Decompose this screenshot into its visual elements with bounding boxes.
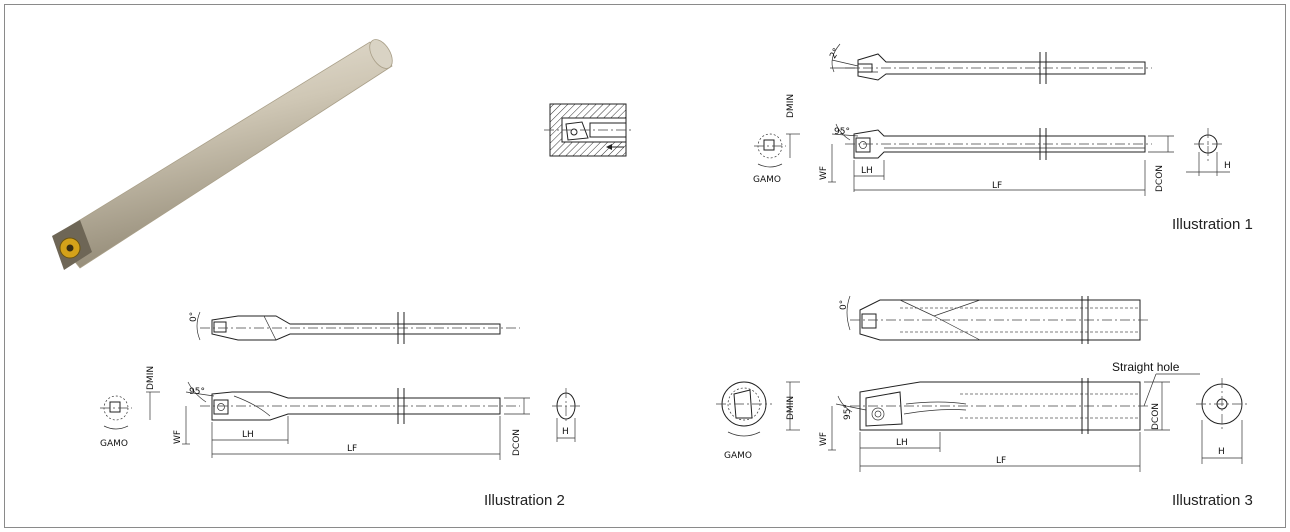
ill1-lh-label: LH <box>861 166 873 176</box>
ill3-angle-95-label: 95° <box>843 404 853 420</box>
ill1-gamo-label: GAMO <box>753 175 781 185</box>
bore-section-icon <box>544 103 634 157</box>
ill1-wf-label: WF <box>819 166 829 180</box>
boring-bar-photo <box>52 39 393 270</box>
ill3-side-view: 95° DMIN GAMO WF LH LF <box>716 360 1248 472</box>
ill3-h-label: H <box>1218 447 1225 457</box>
ill2-angle-95-label: 95° <box>189 387 205 397</box>
ill2-angle-0-label: 0° <box>189 312 199 322</box>
ill1-h-label: H <box>1224 161 1231 171</box>
ill2-side-view: 95° DMIN GAMO WF LH LF <box>100 366 580 460</box>
ill2-dmin-label: DMIN <box>146 366 156 390</box>
ill1-angle-2-label: 2° <box>828 47 842 61</box>
ill1-dcon-label: DCON <box>1155 165 1165 192</box>
ill1-angle-95-label: 95° <box>834 127 850 137</box>
ill3-lf-label: LF <box>996 456 1006 466</box>
ill3-lh-label: LH <box>896 438 908 448</box>
ill2-lh-label: LH <box>242 430 254 440</box>
ill2-lf-label: LF <box>347 444 357 454</box>
ill3-angle-0-label: 0° <box>839 300 849 310</box>
ill1-dmin-label: DMIN <box>786 94 796 118</box>
caption-illustration-3: Illustration 3 <box>1172 492 1253 509</box>
ill3-dmin-label: DMIN <box>786 396 796 420</box>
ill3-straight-hole-label: Straight hole <box>1112 360 1180 374</box>
ill3-wf-label: WF <box>819 432 829 446</box>
ill3-dcon-label: DCON <box>1151 403 1161 430</box>
ill1-lf-label: LF <box>992 181 1002 191</box>
ill2-h-label: H <box>562 427 569 437</box>
ill1-top-view: 2° <box>828 43 1152 84</box>
ill3-gamo-label: GAMO <box>724 451 752 461</box>
ill2-wf-label: WF <box>173 430 183 444</box>
ill1-side-view: 95° DMIN GAMO WF LH LF <box>753 94 1231 196</box>
figure-frame <box>4 4 1286 528</box>
illustration-3-drawing: 0° 95° DMIN <box>716 295 1248 472</box>
ill2-gamo-label: GAMO <box>100 439 128 449</box>
illustration-2-drawing: 0° 95° DMIN GAMO WF <box>100 312 580 460</box>
ill2-dcon-label: DCON <box>512 429 522 456</box>
caption-illustration-1: Illustration 1 <box>1172 216 1253 233</box>
caption-illustration-2: Illustration 2 <box>484 492 565 509</box>
ill3-top-view: 0° <box>839 295 1150 344</box>
carbide-insert-icon <box>59 237 81 259</box>
ill2-top-view: 0° <box>189 312 520 344</box>
illustration-1-drawing: 2° 95° DMIN GAMO <box>753 43 1231 196</box>
